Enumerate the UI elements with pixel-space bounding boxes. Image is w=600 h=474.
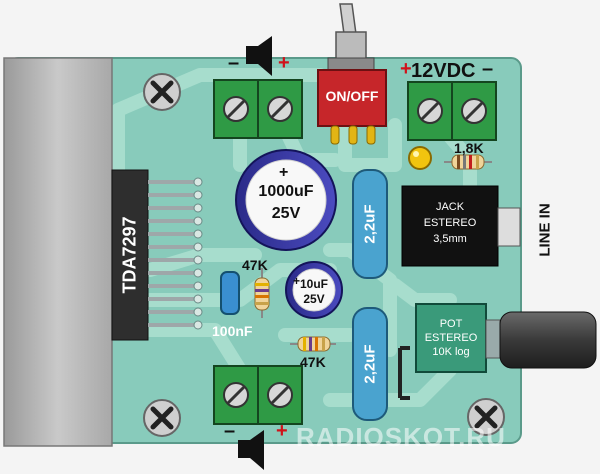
led-indicator: [408, 146, 432, 170]
capacitor-1000uf: [235, 149, 337, 251]
c1000-voltage: 25V: [271, 205, 301, 222]
screw-top-left: [143, 73, 181, 111]
speaker-icon-top: [246, 36, 272, 76]
film-capacitor-bottom: [352, 307, 388, 421]
film-cap-bottom-label: 2,2uF: [361, 344, 379, 384]
resistor-47k-bottom: [290, 336, 336, 352]
ic-body: [111, 169, 149, 341]
jack-line3: 3,5mm: [433, 233, 467, 245]
c10-value: 10uF: [299, 277, 328, 291]
film-capacitor-top: [352, 169, 388, 279]
spk-top-plus-label: +: [278, 52, 290, 74]
r47k-top-label: 47K: [242, 257, 268, 273]
film-cap-top-label: 2,2uF: [361, 204, 379, 244]
c10-polarity: +: [293, 274, 301, 288]
terminal-speaker-bottom: [213, 365, 303, 425]
r1k8-label: 1,8K: [454, 140, 484, 156]
ic-pads: [193, 177, 203, 330]
toggle-switch: [317, 3, 387, 145]
pot-line3: 10K log: [432, 346, 470, 358]
resistor-1k8: [444, 154, 492, 170]
jack-line1: JACK: [435, 201, 465, 213]
resistor-47k-top: [254, 268, 270, 318]
c1000-polarity: +: [279, 164, 289, 181]
jack-line2: ESTEREO: [423, 217, 477, 229]
capacitor-10uf: [285, 261, 343, 319]
power-minus-label: –: [482, 58, 494, 80]
terminal-speaker-top: [213, 79, 303, 139]
c100n-label: 100nF: [212, 323, 253, 339]
screw-bottom-right: [467, 398, 505, 436]
line-in-label: LINE IN: [536, 203, 554, 257]
audio-jack: [401, 185, 521, 267]
power-label: 12VDC: [411, 60, 476, 82]
spk-top-minus-label: –: [228, 52, 240, 74]
spk-bottom-plus-label: +: [276, 420, 288, 442]
heatsink: [3, 57, 113, 447]
ic-label: TDA7297: [119, 216, 140, 294]
screw-bottom-left: [143, 399, 181, 437]
c10-voltage: 25V: [303, 292, 325, 306]
pot-line1: POT: [439, 318, 463, 330]
c1000-value: 1000uF: [258, 183, 314, 200]
r47k-bottom-label: 47K: [300, 354, 326, 370]
power-plus-label: +: [400, 58, 412, 80]
speaker-icon-bottom: [238, 430, 264, 470]
terminal-power: [407, 81, 497, 141]
capacitor-100nf: [220, 271, 240, 315]
spk-bottom-minus-label: –: [224, 420, 236, 442]
ic-pins: [148, 180, 196, 327]
switch-label: ON/OFF: [325, 88, 379, 104]
pot-line2: ESTEREO: [424, 332, 478, 344]
potentiometer: [398, 303, 597, 400]
watermark: RADIOSKOT.RU: [296, 422, 506, 452]
